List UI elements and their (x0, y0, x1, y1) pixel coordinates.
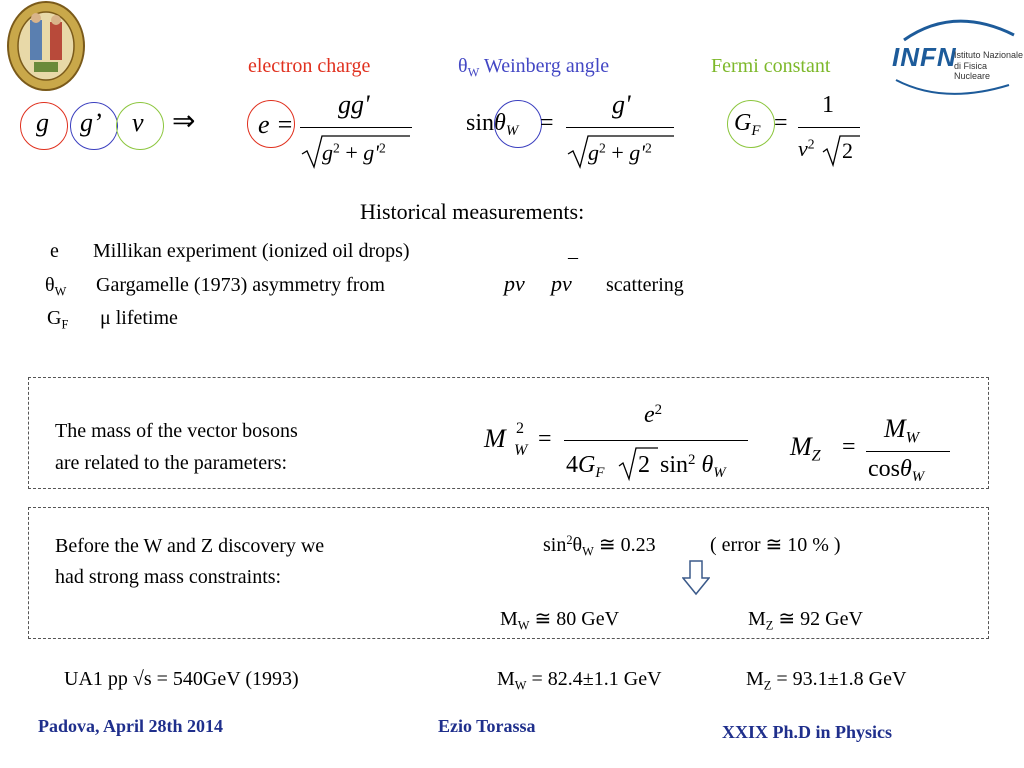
box2-line2: had strong mass constraints: (55, 566, 282, 588)
coupling-g-prime: g’ (80, 108, 102, 137)
ua1-mz-value: MZ = 93.1±1.8 GeV (746, 668, 907, 693)
coupling-g-circle (20, 102, 68, 150)
mz-formula-lhs: MZ (790, 432, 821, 465)
down-arrow-icon (682, 560, 710, 596)
coupling-g: g (36, 108, 49, 137)
gf-formula-sqrt-two: 2 (842, 138, 853, 163)
historical-row-gf-symbol: GF (47, 307, 69, 332)
gf-formula-sqrt (822, 135, 860, 168)
mz-formula-fraction-bar (866, 451, 950, 452)
mz-formula-equals: = (842, 434, 856, 460)
mw-formula-lhs: M (484, 424, 506, 453)
footer-location-date: Padova, April 28th 2014 (38, 716, 224, 736)
coupling-v-circle (116, 102, 164, 150)
neutrino-proton-scattering-1: pν (504, 271, 525, 296)
ua1-mw-value: MW = 82.4±1.1 GeV (497, 668, 662, 693)
box1-line2: are related to the parameters: (55, 452, 288, 474)
mass-constraints-box (28, 507, 989, 639)
e-formula-fraction-bar (300, 127, 412, 128)
vector-boson-mass-box (28, 377, 989, 489)
mz-formula-num: MW (884, 414, 920, 447)
mw-formula-sqrt (618, 447, 658, 482)
infn-logo: INFN Istituto Nazionale di Fisica Nuclea… (884, 10, 1024, 100)
footer-author: Ezio Torassa (438, 716, 536, 736)
mz-constraint: MZ ≅ 92 GeV (748, 608, 863, 633)
coupling-v: v (132, 108, 144, 137)
sin-formula-numerator: g' (612, 90, 631, 119)
gf-formula-numerator: 1 (822, 92, 834, 118)
neutrino-proton-scattering-2: pν (551, 271, 572, 296)
gf-formula-fraction-bar (798, 127, 860, 128)
mw-formula-lhs-sub: W (514, 442, 528, 459)
antineutrino-bar: – (568, 246, 578, 268)
mw-constraint: MW ≅ 80 GeV (500, 608, 620, 633)
mz-formula-den: cosθW (868, 456, 925, 486)
sin-formula-sqrt (567, 135, 674, 169)
historical-row-e-symbol: e (50, 240, 59, 262)
mw-formula-num: e2 (644, 401, 663, 428)
fermi-constant-label: Fermi constant (711, 55, 831, 77)
sin-formula-denominator: g2 + g'2 (588, 140, 652, 165)
error-value: ( error ≅ 10 % ) (710, 534, 841, 556)
infn-logo-text: INFN (892, 42, 957, 72)
infn-logo-line1: Istituto Nazionale (954, 50, 1024, 60)
historical-row-theta-symbol: θW (45, 274, 67, 299)
sin-formula-circle (494, 100, 542, 148)
gf-formula-equals: = (774, 110, 788, 136)
sin-formula-equals: = (540, 110, 554, 136)
gf-formula-circle (727, 100, 775, 148)
e-formula-lhs: e = (258, 110, 294, 139)
e-formula-circle (247, 100, 295, 148)
infn-logo-line2: di Fisica Nucleare (954, 61, 991, 81)
weinberg-angle-label: θW Weinberg angle (458, 55, 610, 80)
mw-formula-den-sin: sin2 θW (660, 451, 726, 482)
mw-formula-den-two: 2 (638, 452, 650, 478)
implies-arrow: ⇒ (172, 106, 196, 137)
historical-heading: Historical measurements: (360, 199, 585, 224)
historical-row-gf-text: μ lifetime (100, 307, 178, 329)
sin-formula-fraction-bar (566, 127, 674, 128)
ua1-label: UA1 pp √s = 540GeV (1993) (64, 668, 299, 690)
mw-formula-lhs-exp: 2 (516, 420, 524, 437)
sin2-theta-value: sin2θW ≅ 0.23 (543, 533, 656, 559)
e-formula-numerator: gg' (338, 90, 370, 119)
historical-row-theta-text: Gargamelle (1973) asymmetry from (96, 274, 385, 296)
box1-line1: The mass of the vector bosons (55, 420, 298, 442)
university-seal-logo (7, 1, 85, 91)
e-formula-denominator: g2 + g'2 (322, 140, 386, 165)
gf-formula-lhs: GF (734, 110, 761, 140)
gf-formula-denominator: v2 (798, 136, 815, 161)
mw-formula-equals: = (538, 426, 552, 452)
box2-line1: Before the W and Z discovery we (55, 535, 325, 557)
e-formula-sqrt (301, 135, 410, 169)
mw-formula-den-4g: 4GF (566, 452, 605, 482)
footer-event: XXIX Ph.D in Physics (722, 722, 893, 742)
historical-row-e-text: Millikan experiment (ionized oil drops) (93, 240, 410, 262)
electron-charge-label: electron charge (248, 55, 371, 77)
historical-row-theta-tail: scattering (606, 274, 684, 296)
mw-formula-fraction-bar (564, 440, 748, 441)
